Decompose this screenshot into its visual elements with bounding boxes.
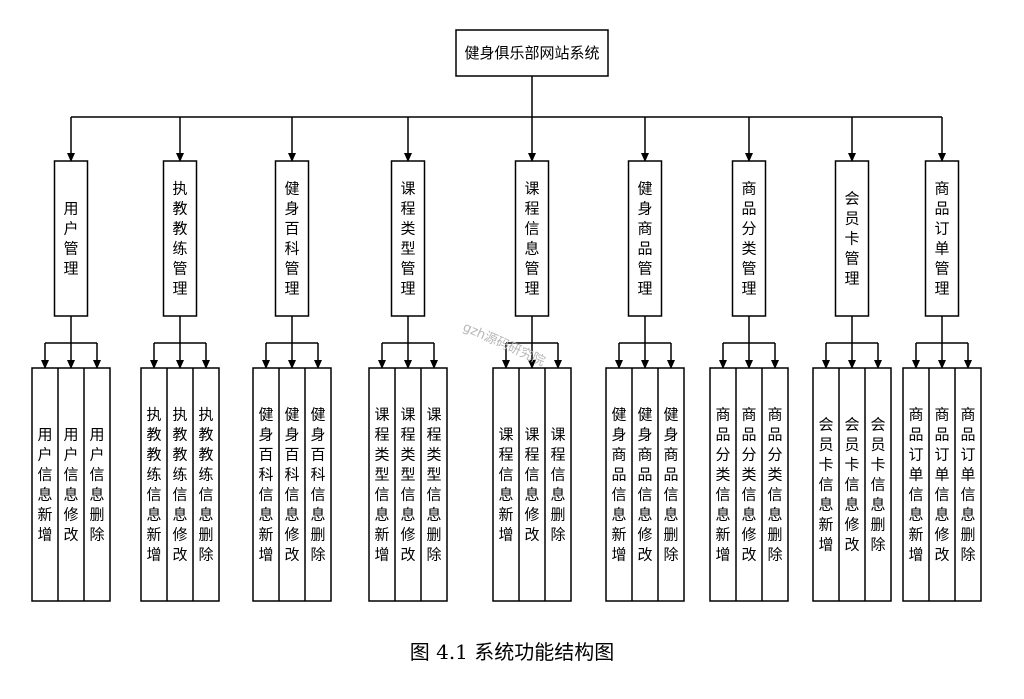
module-box	[514, 160, 550, 317]
leaf-label: 健身百科信息新增	[258, 406, 273, 564]
module-label: 用户管理	[63, 200, 78, 278]
leaf-label: 健身商品信息修改	[637, 406, 652, 564]
module-label: 执教教练管理	[172, 180, 187, 298]
leaf-label: 商品分类信息修改	[741, 406, 756, 564]
leaf-group-box	[252, 367, 332, 602]
leaf-label: 商品分类信息删除	[767, 406, 782, 564]
leaf-label: 商品分类信息新增	[715, 406, 730, 564]
module-box	[924, 160, 960, 317]
leaf-label: 商品订单信息删除	[960, 406, 975, 564]
leaf-group-box	[902, 367, 982, 602]
module-label: 商品订单管理	[934, 180, 949, 298]
leaf-label: 课程信息修改	[524, 426, 539, 544]
module-node: 商品订单管理	[924, 160, 960, 317]
leaf-label: 执教教练信息删除	[198, 406, 213, 564]
figure-caption: 图 4.1 系统功能结构图	[409, 640, 615, 664]
leaf-group-box	[140, 367, 220, 602]
module-label: 会员卡管理	[844, 190, 859, 288]
module-box	[162, 160, 198, 317]
module-label: 商品分类管理	[741, 180, 756, 298]
leaf-label: 执教教练信息修改	[172, 406, 187, 564]
module-node: 商品分类管理	[731, 160, 767, 317]
leaf-label: 课程信息删除	[550, 426, 565, 544]
module-node: 会员卡管理	[834, 160, 870, 317]
leaf-group-box	[709, 367, 789, 602]
module-node: 课程信息管理	[514, 160, 550, 317]
leaf-label: 会员卡信息删除	[870, 416, 885, 554]
leaf-label: 会员卡信息新增	[818, 416, 833, 554]
leaf-label: 用户信息新增	[37, 426, 52, 544]
leaf-label: 健身商品信息删除	[663, 406, 678, 564]
module-node: 执教教练管理	[162, 160, 198, 317]
leaf-label: 课程类型信息删除	[426, 406, 441, 564]
module-node: 健身商品管理	[627, 160, 663, 317]
leaf-label: 执教教练信息新增	[146, 406, 161, 564]
leaf-label: 健身商品信息新增	[611, 406, 626, 564]
module-node: 健身百科管理	[274, 160, 310, 317]
module-box	[627, 160, 663, 317]
leaf-label: 商品订单信息修改	[934, 406, 949, 564]
root-node: 健身俱乐部网站系统	[455, 29, 609, 77]
leaf-group-box	[605, 367, 685, 602]
leaf-label: 会员卡信息修改	[844, 416, 859, 554]
module-node: 用户管理	[53, 160, 89, 317]
module-box	[390, 160, 426, 317]
module-box	[731, 160, 767, 317]
leaf-label: 用户信息修改	[63, 426, 78, 544]
module-box	[274, 160, 310, 317]
leaf-group-box	[31, 367, 111, 602]
leaf-group-box	[492, 367, 572, 602]
module-node: 课程类型管理	[390, 160, 426, 317]
leaf-label: 健身百科信息修改	[284, 406, 299, 564]
module-label: 健身百科管理	[284, 180, 299, 298]
module-label: 课程信息管理	[524, 180, 539, 298]
module-label: 健身商品管理	[637, 180, 652, 298]
watermark-text: gzh源码研究院	[460, 320, 547, 370]
leaf-group-box	[812, 367, 892, 602]
leaf-label: 课程类型信息新增	[374, 406, 389, 564]
root-label: 健身俱乐部网站系统	[464, 44, 599, 62]
module-label: 课程类型管理	[400, 180, 415, 298]
module-box	[53, 160, 89, 317]
connector-lines	[41, 76, 972, 369]
leaf-label: 商品订单信息新增	[908, 406, 923, 564]
leaf-label: 用户信息删除	[89, 426, 104, 544]
root-box	[455, 29, 609, 77]
module-box	[834, 160, 870, 317]
leaf-group-box	[368, 367, 448, 602]
leaf-label: 健身百科信息删除	[310, 406, 325, 564]
leaf-label: 课程信息新增	[498, 426, 513, 544]
leaf-label: 课程类型信息修改	[400, 406, 415, 564]
